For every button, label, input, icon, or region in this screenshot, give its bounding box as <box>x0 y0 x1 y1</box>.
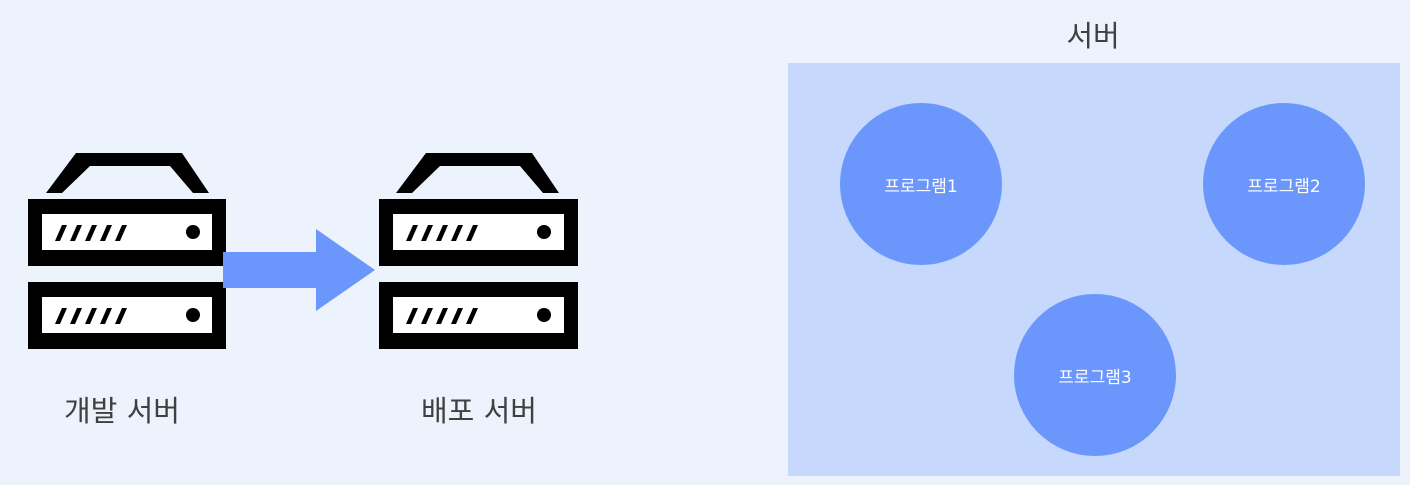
program-circle-3: 프로그램3 <box>1014 294 1176 456</box>
program-circle-1: 프로그램1 <box>840 103 1002 265</box>
program-label-1: 프로그램1 <box>884 176 958 197</box>
server-title: 서버 <box>1066 19 1120 53</box>
program-label-2: 프로그램2 <box>1247 176 1321 197</box>
dev-server-label: 개발 서버 <box>64 394 180 428</box>
deploy-server-label: 배포 서버 <box>421 394 537 428</box>
program-circle-2: 프로그램2 <box>1203 103 1365 265</box>
program-label-3: 프로그램3 <box>1058 367 1132 388</box>
